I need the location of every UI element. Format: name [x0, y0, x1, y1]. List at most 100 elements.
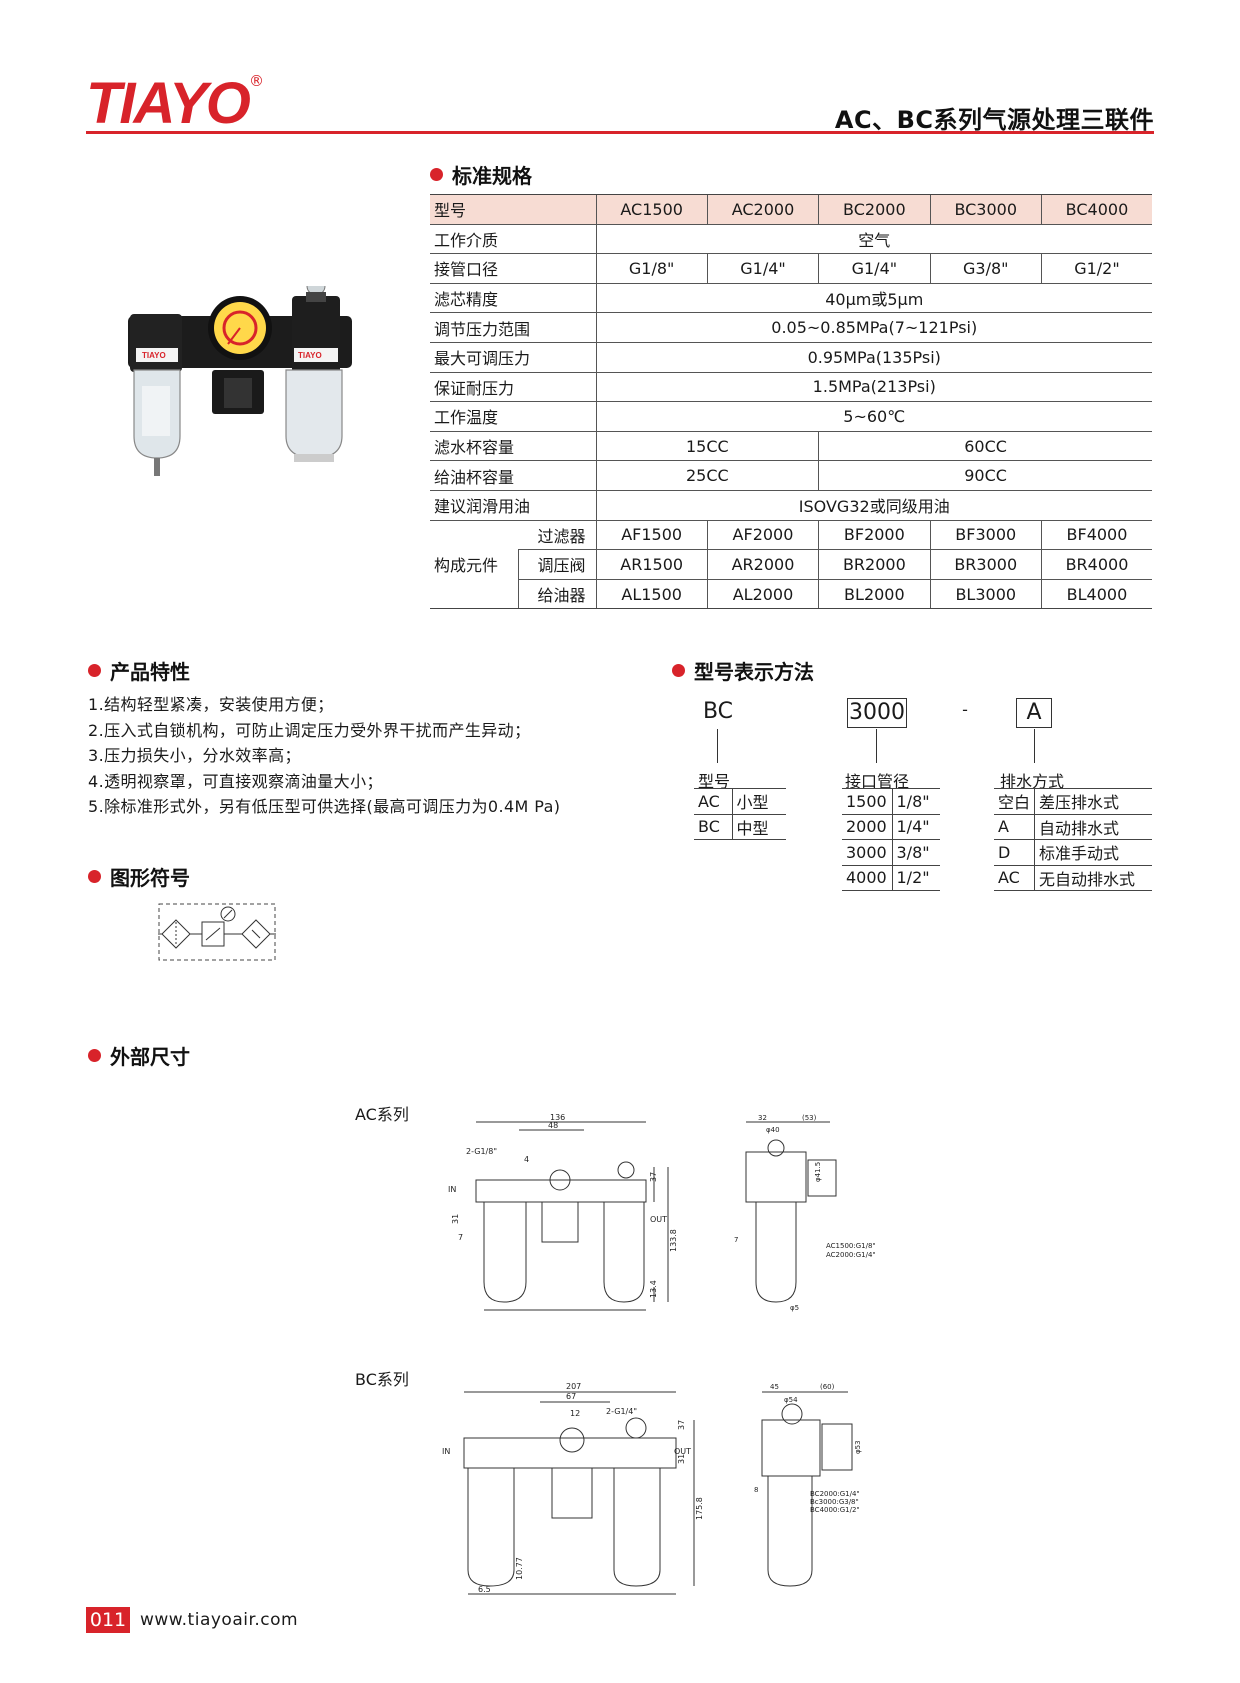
spec-cell: ISOVG32或同级用油 [595, 490, 1152, 521]
bc-side-drawing: 45 (60) φ54 φ53 8 BC2000:G1/4" Bc3000:G3… [754, 1383, 862, 1587]
spec-label: 工作温度 [430, 401, 596, 432]
spec-cell: AC1500 [595, 194, 708, 225]
spec-row-oil: 给油杯容量 25CC 90CC [430, 460, 1152, 491]
spec-cell: BC2000 [818, 194, 931, 225]
table-cell: 中型 [731, 814, 786, 840]
page-number: 011 [86, 1607, 130, 1633]
spec-label: 工作介质 [430, 224, 596, 255]
bullet-dot-icon [88, 1049, 101, 1062]
spec-row-lubricant: 建议润滑用油 ISOVG32或同级用油 [430, 490, 1152, 521]
spec-label: 保证耐压力 [430, 372, 596, 403]
spec-row-max-pressure: 最大可调压力 0.95MPa(135Psi) [430, 342, 1152, 373]
photo-label-left: TIAYO [142, 351, 166, 360]
feature-item: 3.压力损失小，分水效率高； [88, 746, 301, 765]
code-drain: A [1016, 698, 1052, 728]
spec-cell: G1/4" [818, 253, 931, 284]
spec-row-filter: 构成元件 过滤器 AF1500 AF2000 BF2000 BF3000 BF4… [430, 520, 1152, 610]
product-photo: TIAYO TIAYO [128, 286, 352, 476]
dim-label: 2-G1/8" [466, 1147, 497, 1156]
spec-label: 最大可调压力 [430, 342, 596, 373]
bullet-dot-icon [88, 870, 101, 883]
spec-sublabel: 给油器 [517, 579, 596, 610]
port-label: IN [442, 1447, 450, 1456]
spec-cell: AC2000 [706, 194, 819, 225]
dim-label: 4 [524, 1155, 529, 1164]
spec-row-regulator: 调压阀 AR1500 AR2000 BR2000 BR3000 BR4000 [430, 549, 1152, 580]
spec-label: 调节压力范围 [430, 312, 596, 343]
dim-label: 7 [734, 1236, 738, 1244]
spec-label: 接管口径 [430, 253, 596, 284]
spec-cell: 5~60℃ [595, 401, 1152, 432]
table-cell: 1500 [842, 788, 892, 815]
header-rule [86, 131, 1154, 134]
spec-row-filtration: 滤芯精度 40μm或5μm [430, 283, 1152, 314]
feature-item: 5.除标准形式外，另有低压型可供选择(最高可调压力为0.4M Pa) [88, 797, 561, 816]
spec-cell: 25CC [595, 460, 819, 491]
spec-row-lubricator: 给油器 AL1500 AL2000 BL2000 BL3000 BL4000 [430, 579, 1152, 610]
table-cell: 空白 [994, 788, 1035, 815]
dim-label: 32 [758, 1114, 767, 1122]
dim-label: 48 [548, 1121, 558, 1130]
spec-cell: AL1500 [595, 579, 708, 610]
table-cell: 小型 [731, 788, 786, 815]
dim-note: Bc3000:G3/8" [810, 1498, 859, 1506]
spec-cell: BC3000 [929, 194, 1042, 225]
bc-front-drawing: 207 67 2-G1/4" 12 IN OUT 37 31 175.8 10.… [442, 1382, 704, 1595]
table-cell: 3000 [842, 839, 892, 866]
registered-mark: ® [249, 72, 264, 90]
spec-row-pressure-range: 调节压力范围 0.05~0.85MPa(7~121Psi) [430, 312, 1152, 343]
dim-label: 67 [566, 1392, 576, 1401]
section-model-code-heading: 型号表示方法 [672, 656, 814, 685]
spec-cell: AF2000 [706, 520, 819, 551]
dim-label: 31 [451, 1214, 460, 1224]
ac-front-drawing: 136 48 2-G1/8" 4 IN OUT 37 133.8 13.4 31… [448, 1113, 678, 1311]
table-cell: D [994, 839, 1035, 866]
dim-label: φ54 [784, 1396, 798, 1404]
spec-row-model: 型号 AC1500 AC2000 BC2000 BC3000 BC4000 [430, 194, 1152, 225]
table-cell: 差压排水式 [1034, 788, 1152, 815]
dim-label: 37 [649, 1172, 658, 1182]
spec-cell: G1/2" [1040, 253, 1152, 284]
code-leader [876, 729, 877, 763]
table-cell: BC [694, 814, 732, 840]
code-drain-title: 排水方式 [1000, 772, 1065, 791]
photo-label-right: TIAYO [298, 351, 322, 360]
spec-row-medium: 工作介质 空气 [430, 224, 1152, 255]
dim-note: BC2000:G1/4" [810, 1490, 860, 1498]
spec-cell: AL2000 [706, 579, 819, 610]
code-series-title: 型号 [698, 772, 731, 791]
port-label: IN [448, 1185, 456, 1194]
bullet-dot-icon [88, 664, 101, 677]
section-dimensions-heading: 外部尺寸 [88, 1041, 190, 1070]
pneumatic-symbol-icon [158, 903, 276, 961]
dim-label: φ40 [766, 1126, 780, 1134]
bullet-dot-icon [430, 168, 443, 181]
spec-cell: BL2000 [818, 579, 931, 610]
spec-cell: BL4000 [1040, 579, 1152, 610]
spec-cell: BF2000 [818, 520, 931, 551]
spec-cell: AR2000 [706, 549, 819, 580]
ac-side-drawing: 32 (53) φ40 φ41.5 7 φ5 AC1500:G1/8" AC20… [734, 1114, 876, 1312]
spec-cell: 0.95MPa(135Psi) [595, 342, 1152, 373]
spec-row-temperature: 工作温度 5~60℃ [430, 401, 1152, 432]
spec-cell: 60CC [818, 431, 1152, 462]
spec-cell: AF1500 [595, 520, 708, 551]
dim-label: (60) [820, 1383, 835, 1391]
table-cell: AC [694, 788, 732, 815]
dim-note: BC4000:G1/2" [810, 1506, 860, 1514]
spec-cell: 40μm或5μm [595, 283, 1152, 314]
dim-label: 207 [566, 1382, 581, 1391]
website-link[interactable]: www.tiayoair.com [140, 1610, 299, 1630]
spec-label: 建议润滑用油 [430, 490, 596, 521]
dim-label: φ41.5 [814, 1162, 822, 1182]
code-port-title: 接口管径 [845, 772, 910, 791]
dim-label: 133.8 [669, 1229, 678, 1252]
port-label: OUT [674, 1447, 691, 1456]
spec-label: 构成元件 [430, 520, 518, 610]
